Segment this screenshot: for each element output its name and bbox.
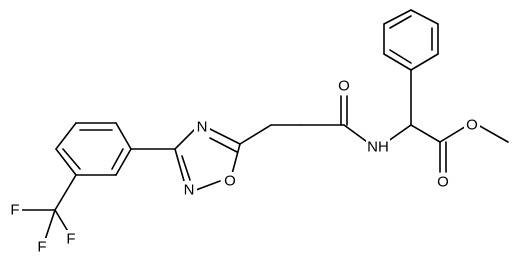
bond bbox=[54, 174, 77, 211]
atom-label: N bbox=[197, 119, 208, 136]
atom-label: F bbox=[10, 202, 19, 219]
atom-label: O bbox=[466, 117, 478, 134]
bond bbox=[383, 9, 412, 25]
bond bbox=[174, 148, 185, 182]
bond bbox=[181, 155, 191, 181]
atom-o-ring: O bbox=[222, 172, 238, 190]
bond bbox=[115, 122, 132, 150]
bond bbox=[195, 180, 221, 191]
bond bbox=[477, 124, 509, 143]
atom-label: F bbox=[66, 231, 75, 248]
bond bbox=[207, 127, 241, 145]
atom-n-ring-top: N bbox=[194, 118, 210, 136]
atom-f2: F bbox=[64, 230, 78, 248]
bond bbox=[54, 209, 70, 234]
atom-label: O bbox=[338, 78, 350, 95]
atom-label: O bbox=[437, 174, 449, 191]
bond bbox=[174, 127, 197, 150]
bond bbox=[383, 53, 412, 71]
atom-f3: F bbox=[35, 238, 49, 256]
bond bbox=[115, 148, 132, 176]
atom-o-ester-bottom: O bbox=[435, 173, 451, 191]
bond bbox=[231, 143, 241, 175]
bond bbox=[62, 148, 81, 170]
bond bbox=[439, 124, 469, 143]
bond bbox=[209, 137, 238, 153]
bond bbox=[239, 124, 272, 145]
bonds bbox=[21, 9, 509, 241]
bond bbox=[111, 148, 124, 170]
atom-o-ketone: O bbox=[336, 77, 352, 95]
bond bbox=[389, 49, 412, 64]
atom-label: NH bbox=[367, 139, 389, 156]
bond bbox=[55, 148, 77, 176]
atoms: O NH O O N N O F bbox=[8, 77, 480, 256]
bond bbox=[389, 15, 412, 29]
bond bbox=[410, 9, 439, 25]
atom-label: N bbox=[184, 182, 195, 199]
atom-o-ester-top: O bbox=[464, 116, 480, 134]
bond bbox=[55, 122, 77, 150]
atom-label: O bbox=[224, 173, 236, 190]
atom-n-ring-bottom: N bbox=[181, 181, 197, 199]
bond bbox=[410, 124, 441, 143]
atom-label: F bbox=[37, 239, 46, 256]
atom-nh: NH bbox=[366, 138, 390, 156]
bond bbox=[44, 209, 56, 241]
bond bbox=[343, 124, 371, 145]
bond bbox=[410, 53, 439, 71]
atom-f1: F bbox=[8, 201, 22, 219]
